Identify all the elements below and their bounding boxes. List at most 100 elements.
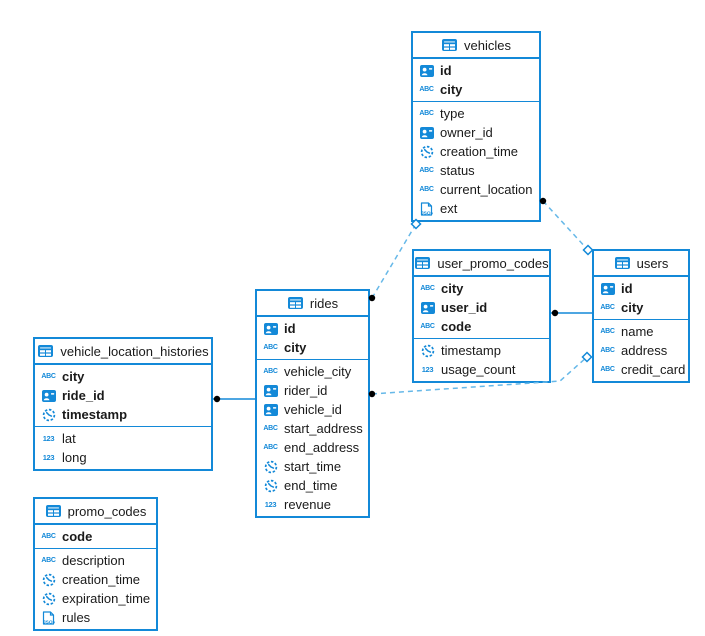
column-name: city xyxy=(62,369,85,384)
column-name: ride_id xyxy=(62,388,105,403)
abc-string-icon: ABC xyxy=(420,323,435,330)
numeric-123-icon: 123 xyxy=(264,499,277,509)
column-row: id xyxy=(257,319,368,338)
abc-string-icon: ABC xyxy=(263,368,278,375)
primary-key-section: ABC code xyxy=(35,525,156,549)
column-name: id xyxy=(284,321,296,336)
id-badge-icon xyxy=(599,282,616,295)
column-row: id xyxy=(413,61,539,80)
svg-text:JSON: JSON xyxy=(421,210,433,216)
abc-string-icon: ABC xyxy=(419,167,434,174)
column-name: address xyxy=(621,343,668,358)
column-name: creation_time xyxy=(440,144,519,159)
abc-string-icon: ABC xyxy=(420,285,435,292)
column-name: lat xyxy=(62,431,76,446)
column-name: id xyxy=(621,281,633,296)
relationship-rides-to-vehicles[interactable] xyxy=(371,223,417,299)
column-name: credit_card xyxy=(621,362,686,377)
abc-string-icon: ABC xyxy=(263,344,278,351)
column-row: ABC address xyxy=(594,341,688,360)
clock-icon xyxy=(262,460,279,474)
dot-marker xyxy=(213,395,221,403)
abc-string-icon: ABC xyxy=(41,533,56,540)
column-row: 123 revenue xyxy=(257,495,368,514)
abc-string-icon: ABC xyxy=(263,444,278,451)
column-name: start_time xyxy=(284,459,342,474)
table-header[interactable]: vehicle_location_histories xyxy=(35,339,211,365)
column-name: revenue xyxy=(284,497,331,512)
id-badge-icon xyxy=(262,403,279,416)
table-header[interactable]: promo_codes xyxy=(35,499,156,525)
table-icon xyxy=(614,257,631,269)
column-row: ABC code xyxy=(35,527,156,546)
table-title: users xyxy=(636,255,669,271)
column-row: ABC status xyxy=(413,161,539,180)
column-row: JSON rules xyxy=(35,608,156,627)
table-header[interactable]: vehicles xyxy=(413,33,539,59)
column-row: ABC end_address xyxy=(257,438,368,457)
column-name: description xyxy=(62,553,125,568)
abc-string-icon: ABC xyxy=(419,110,434,117)
column-name: usage_count xyxy=(441,362,516,377)
column-name: city xyxy=(440,82,463,97)
table-title: vehicle_location_histories xyxy=(60,343,209,359)
svg-text:JSON: JSON xyxy=(43,619,55,625)
column-name: ext xyxy=(440,201,458,216)
json-doc-icon: JSON xyxy=(40,610,57,625)
clock-icon xyxy=(419,344,436,358)
column-name: code xyxy=(441,319,472,334)
column-name: rules xyxy=(62,610,91,625)
column-row: user_id xyxy=(414,298,549,317)
column-row: ABC current_location xyxy=(413,180,539,199)
table-header[interactable]: user_promo_codes xyxy=(414,251,549,277)
column-name: long xyxy=(62,450,87,465)
abc-string-icon: ABC xyxy=(41,557,56,564)
table-title: promo_codes xyxy=(67,503,147,519)
column-name: code xyxy=(62,529,93,544)
id-badge-icon xyxy=(40,389,57,402)
dot-marker xyxy=(551,309,559,317)
abc-string-icon: ABC xyxy=(600,347,615,354)
column-row: ABC code xyxy=(414,317,549,336)
column-name: expiration_time xyxy=(62,591,151,606)
table-icon xyxy=(37,345,54,357)
clock-icon xyxy=(262,479,279,493)
column-name: status xyxy=(440,163,475,178)
table-header[interactable]: users xyxy=(594,251,688,277)
column-row: JSON ext xyxy=(413,199,539,218)
column-name: current_location xyxy=(440,182,533,197)
abc-string-icon: ABC xyxy=(419,186,434,193)
column-name: vehicle_city xyxy=(284,364,352,379)
table-title: vehicles xyxy=(464,37,511,53)
relationship-vehicles-to-users[interactable] xyxy=(542,200,589,251)
column-name: rider_id xyxy=(284,383,328,398)
diamond-marker xyxy=(581,351,593,363)
table-header[interactable]: rides xyxy=(257,291,368,317)
id-badge-icon xyxy=(419,301,436,314)
json-doc-icon: JSON xyxy=(418,201,435,216)
column-row: creation_time xyxy=(35,570,156,589)
column-name: end_address xyxy=(284,440,360,455)
column-row: expiration_time xyxy=(35,589,156,608)
column-name: name xyxy=(621,324,654,339)
column-name: vehicle_id xyxy=(284,402,342,417)
